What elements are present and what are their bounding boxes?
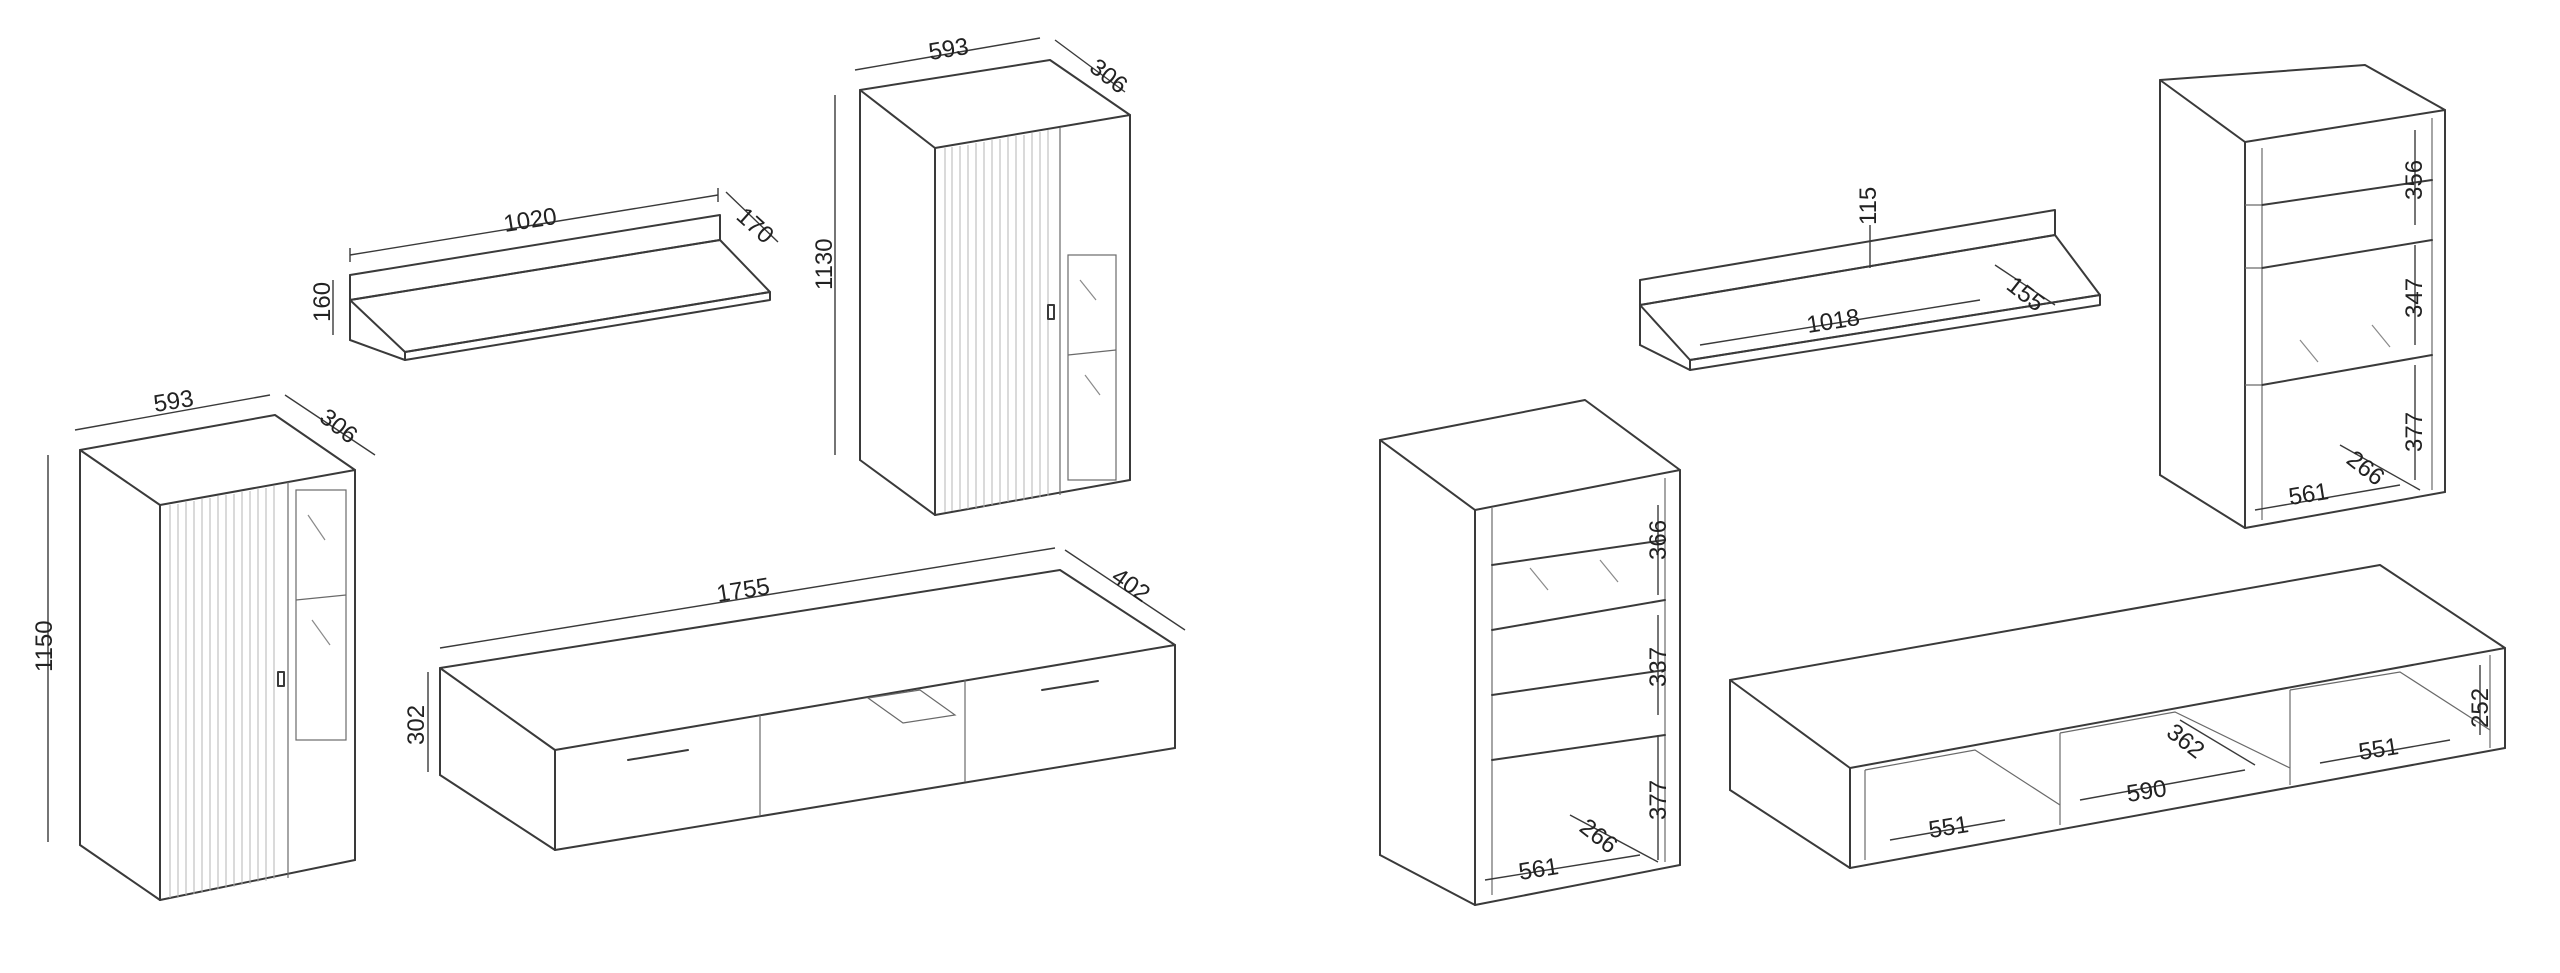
right-tv-height-label: 252 bbox=[2467, 688, 2494, 728]
left-display-cabinet-upper bbox=[834, 37, 1131, 516]
left-shelf-depth-label: 170 bbox=[731, 202, 779, 249]
upper-bookcase-depth-label: 266 bbox=[2341, 445, 2389, 491]
right-tv-right-compartment-label: 551 bbox=[2357, 733, 2401, 766]
lower-bookcase-width-label: 561 bbox=[1517, 853, 1561, 886]
left-wall-shelf bbox=[332, 188, 779, 361]
upper-cabinet-depth-label: 306 bbox=[1084, 53, 1132, 99]
lower-cabinet-width-label: 593 bbox=[152, 385, 196, 418]
right-tv-left-compartment-label: 551 bbox=[1927, 811, 1971, 844]
upper-bookcase-shelf2-label: 347 bbox=[2401, 278, 2428, 318]
left-shelf-height-label: 160 bbox=[309, 282, 336, 322]
left-tv-width-label: 1755 bbox=[715, 573, 772, 608]
upper-bookcase-shelf1-label: 356 bbox=[2401, 160, 2428, 200]
lower-cabinet-height-label: 1150 bbox=[31, 620, 58, 672]
right-wall-shelf bbox=[1639, 209, 2101, 371]
right-bookcase-upper bbox=[2159, 64, 2446, 529]
upper-bookcase-width-label: 561 bbox=[2287, 478, 2331, 511]
lower-bookcase-shelf3-label: 377 bbox=[1645, 780, 1672, 820]
left-tv-height-label: 302 bbox=[403, 705, 430, 745]
lower-bookcase-shelf2-label: 337 bbox=[1645, 647, 1672, 687]
lower-bookcase-depth-label: 266 bbox=[1574, 813, 1622, 859]
right-bookcase-lower bbox=[1379, 399, 1681, 906]
left-shelf-width-label: 1020 bbox=[502, 203, 559, 238]
upper-cabinet-width-label: 593 bbox=[927, 33, 971, 66]
right-tv-stand bbox=[1729, 564, 2506, 869]
right-shelf-height-label: 115 bbox=[1855, 187, 1882, 225]
upper-cabinet-height-label: 1130 bbox=[811, 238, 838, 290]
upper-bookcase-shelf3-label: 377 bbox=[2401, 412, 2428, 452]
left-tv-stand bbox=[427, 547, 1186, 851]
right-tv-mid-compartment-label: 590 bbox=[2125, 775, 2169, 808]
left-tv-depth-label: 402 bbox=[1107, 563, 1155, 608]
lower-bookcase-shelf1-label: 366 bbox=[1645, 520, 1672, 560]
left-display-cabinet-lower bbox=[47, 394, 376, 901]
